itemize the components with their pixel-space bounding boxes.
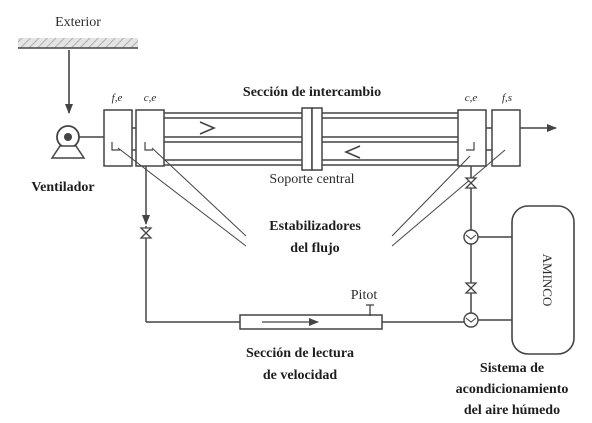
flow-arrow-left — [343, 145, 361, 159]
pitot-label: Pitot — [351, 288, 378, 303]
cs-box — [457, 109, 487, 167]
exterior-label: Exterior — [55, 15, 101, 30]
fs-label: f,s — [502, 92, 512, 104]
fe-label: f,e — [112, 92, 123, 104]
exterior-wall — [18, 38, 138, 49]
lectura-label-1: Sección de lectura — [246, 346, 354, 361]
heat-exchanger-top-icon — [463, 229, 479, 245]
lectura-label-2: de velocidad — [263, 368, 337, 383]
fan-icon — [50, 125, 86, 159]
ce-box — [135, 109, 165, 167]
pitot-tube — [366, 304, 374, 316]
ce-label: c,e — [144, 92, 157, 104]
right-valve-top-icon — [464, 177, 478, 189]
soporte-central-label: Soporte central — [269, 172, 354, 187]
right-valve-bottom-icon — [464, 282, 478, 294]
estabilizadores-label-1: Estabilizadores — [269, 219, 361, 234]
estabilizadores-label-2: del flujo — [290, 241, 339, 256]
heat-exchanger-bottom-icon — [463, 312, 479, 328]
ventilador-label: Ventilador — [31, 180, 94, 195]
sistema-label-3: del aire húmedo — [464, 403, 560, 418]
cs-label: c,e — [465, 92, 478, 104]
sistema-label-2: acondicionamiento — [456, 382, 569, 397]
central-support — [301, 107, 323, 171]
stabilizer-leaders — [117, 147, 506, 247]
aminco-label: AMINCO — [540, 254, 555, 307]
flow-arrow-right — [199, 121, 217, 135]
left-valve-icon — [139, 227, 153, 239]
fe-box — [103, 109, 133, 167]
aminco-unit — [511, 205, 575, 355]
seccion-intercambio-label: Sección de intercambio — [243, 85, 381, 100]
sistema-label-1: Sistema de — [480, 361, 544, 376]
